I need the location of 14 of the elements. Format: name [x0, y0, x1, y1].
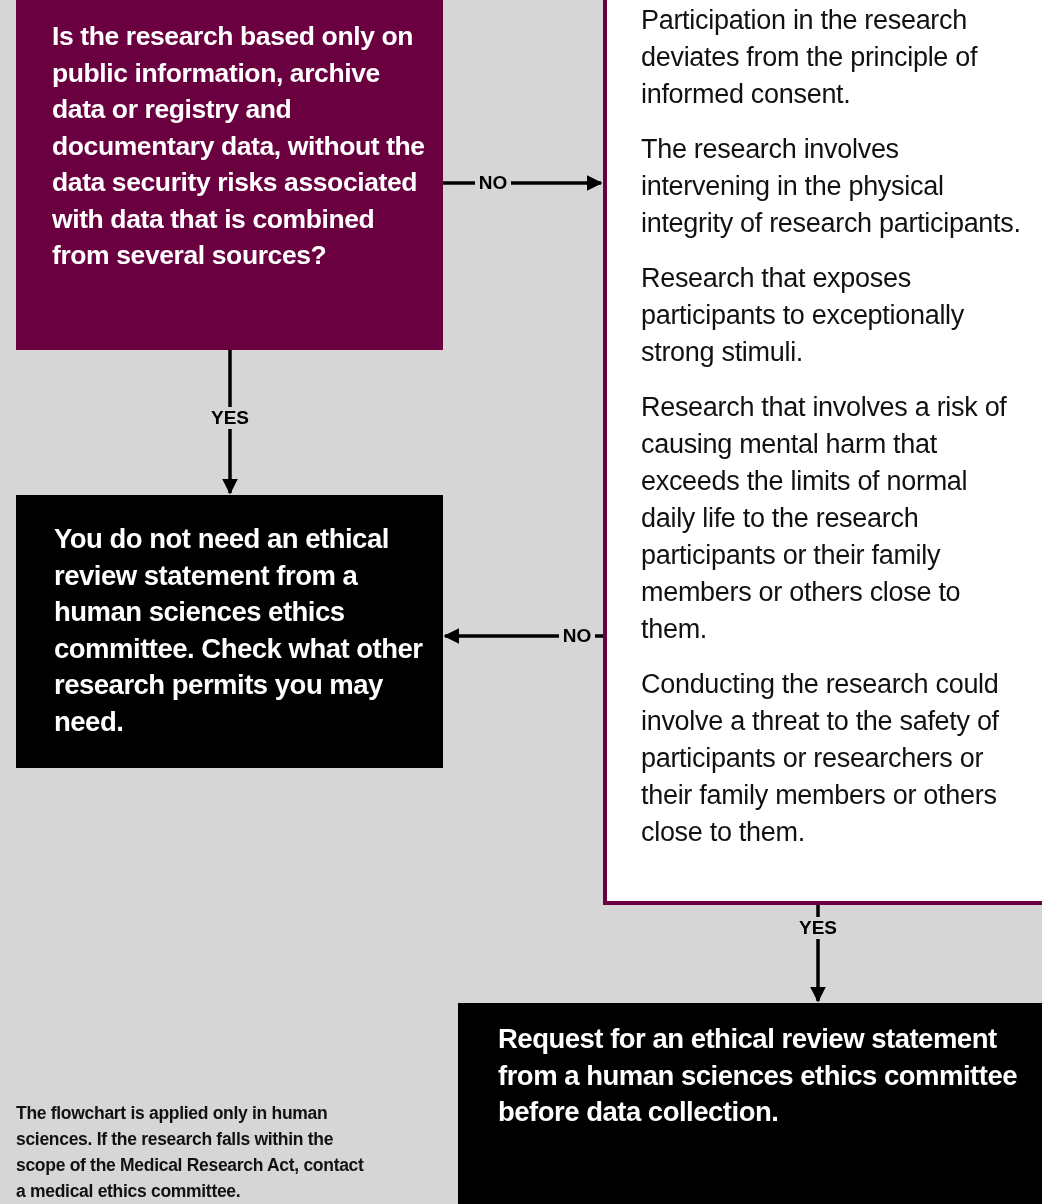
arrow	[222, 350, 238, 495]
criteria-box	[603, 0, 1042, 905]
node-text: You do not need an ethical review statement from a human sciences ethics committee. Check what other research permits you may need.	[54, 522, 424, 739]
node-text: Is the research based only on public information, archive data or registry and documentary data, without the data security risks associated with data that is combined from several sources?	[52, 20, 425, 272]
criterion-text: Research that exposes participants to exceptionally strong stimuli.	[641, 262, 965, 369]
criterion-text: Participation in the research deviates from the principle of informed consent.	[641, 4, 979, 111]
outcome-box	[16, 495, 443, 768]
footnote: The flowchart is applied only in human sciences. If the research falls within the scope of the Medical Research Act, contact a medical ethics committee.	[16, 1102, 365, 1203]
criterion-text: The research involves intervening in the physical integrity of research participants.	[641, 133, 1022, 240]
question-box	[16, 0, 443, 350]
criterion-text: Research that involves a risk of causing mental harm that exceeds the limits of normal daily life to the research participants or their family members or others close to them.	[641, 391, 1008, 646]
node-text: Request for an ethical review statement from a human sciences ethics committee before data collection.	[498, 1022, 1018, 1129]
criterion-text: Conducting the research could involve a threat to the safety of participants or researchers or their family members or others close to them.	[641, 668, 1000, 849]
outcome-box	[458, 1003, 1042, 1204]
